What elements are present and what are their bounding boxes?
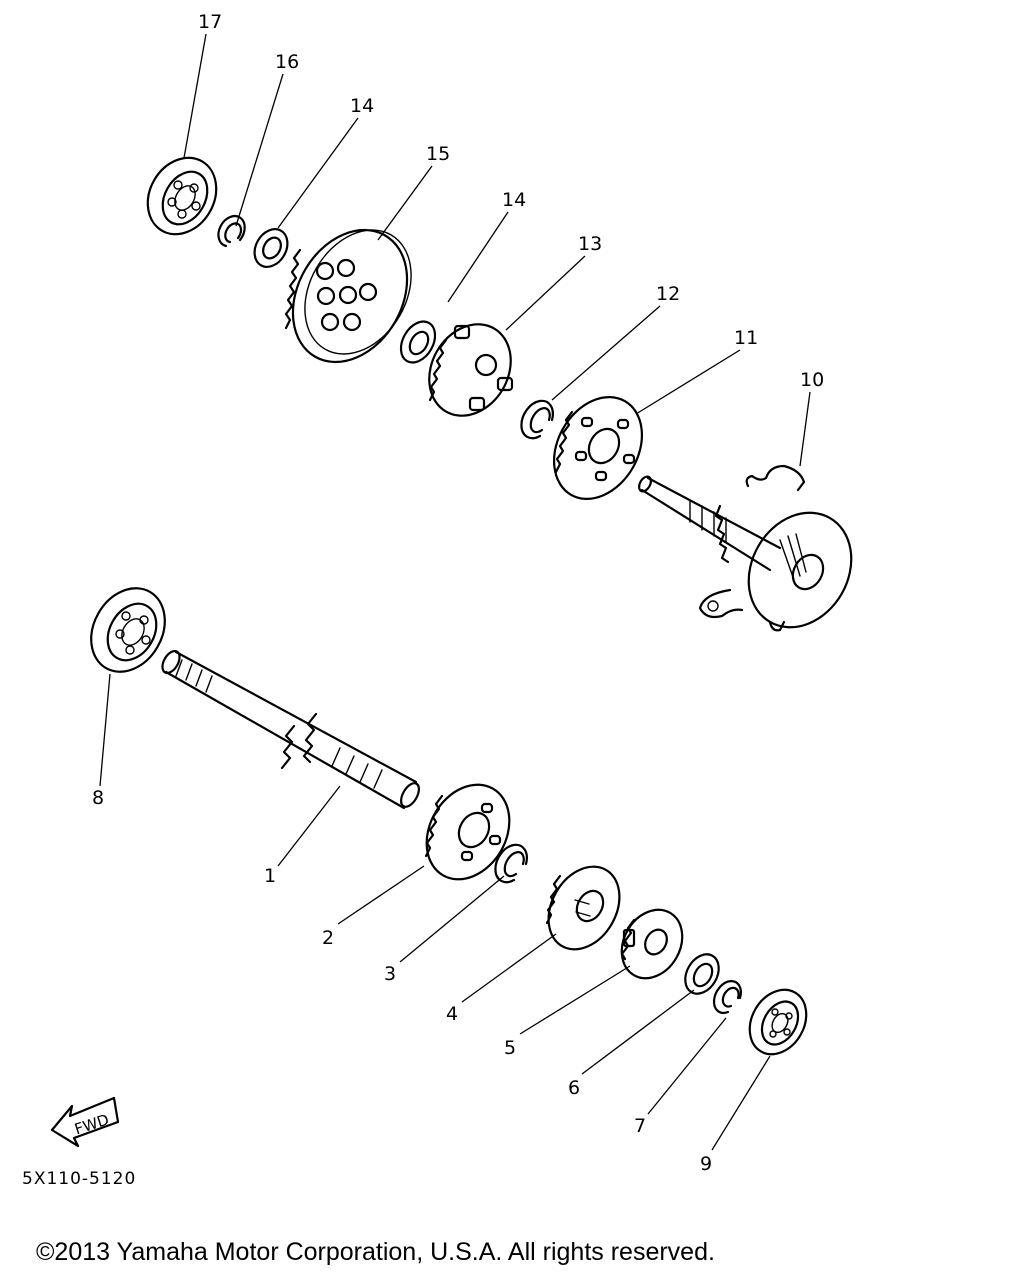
part-6-washer — [684, 953, 720, 995]
part-2-gear — [424, 783, 511, 881]
part-14-washer-upper — [253, 228, 289, 268]
callout-2: 2 — [322, 927, 334, 949]
part-14-washer-middle — [399, 320, 437, 364]
callout-17: 17 — [198, 11, 222, 33]
callout-1: 1 — [264, 865, 276, 887]
part-3-circlip — [494, 843, 528, 884]
part-8-bearing — [90, 587, 166, 673]
copyright-notice: ©2013 Yamaha Motor Corporation, U.S.A. A… — [36, 1238, 715, 1266]
part-16-circlip — [217, 215, 246, 248]
part-5-gear — [620, 908, 684, 980]
part-4-gear — [545, 865, 621, 951]
leader-lines — [99, 33, 811, 1151]
part-1-main-shaft — [161, 649, 420, 810]
callout-4: 4 — [446, 1003, 458, 1025]
part-13-gear — [428, 323, 514, 417]
callout-16: 16 — [275, 51, 299, 73]
callout-3: 3 — [384, 963, 396, 985]
callout-7: 7 — [634, 1115, 646, 1137]
part-7-circlip — [712, 980, 742, 1014]
callout-11: 11 — [734, 327, 758, 349]
callout-13: 13 — [578, 233, 602, 255]
callout-9: 9 — [700, 1153, 712, 1175]
part-10-shaft-housing — [638, 464, 853, 632]
callout-12: 12 — [656, 283, 680, 305]
part-11-gear — [552, 396, 644, 500]
callout-8: 8 — [92, 787, 104, 809]
callout-6: 6 — [568, 1077, 580, 1099]
part-12-circlip — [520, 399, 554, 440]
fwd-label: FWD — [72, 1111, 111, 1139]
part-15-gear — [284, 228, 412, 364]
part-9-bearing — [748, 988, 808, 1056]
callout-10: 10 — [800, 369, 824, 391]
drawing-code: 5X110-5120 — [22, 1169, 136, 1189]
fwd-arrow-icon: FWD — [50, 1096, 120, 1148]
callout-14-middle: 14 — [502, 189, 526, 211]
callout-14-upper: 14 — [350, 95, 374, 117]
part-17-bearing — [146, 156, 218, 236]
callout-15: 15 — [426, 143, 450, 165]
callout-labels: 17 16 14 15 14 13 12 11 10 8 1 2 3 4 5 6… — [92, 11, 824, 1175]
callout-5: 5 — [504, 1037, 516, 1059]
